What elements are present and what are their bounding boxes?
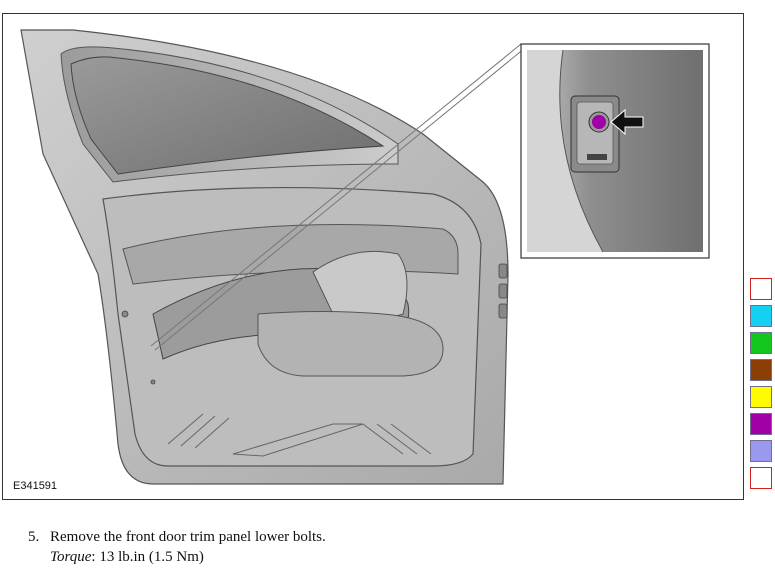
instruction-step: 5. Remove the front door trim panel lower… xyxy=(28,527,326,547)
window-glass xyxy=(70,56,385,175)
swatch-green[interactable] xyxy=(750,332,772,354)
map-pocket xyxy=(257,311,444,377)
torque-label: Torque xyxy=(50,549,92,565)
highlighted-bolt xyxy=(592,115,606,129)
door-illustration-figure: E341591 xyxy=(2,13,744,500)
swatch-yellow[interactable] xyxy=(750,386,772,408)
lower-panel-ribs xyxy=(167,413,432,457)
black-arrow-left-icon xyxy=(610,108,644,136)
swatch-brown[interactable] xyxy=(750,359,772,381)
step-text: Remove the front door trim panel lower b… xyxy=(50,529,326,545)
callout-leader-lines xyxy=(150,43,526,351)
swatch-empty-top[interactable] xyxy=(750,278,772,300)
torque-spec: Torque: 13 lb.in (1.5 Nm) xyxy=(50,547,204,567)
hinge-details xyxy=(121,263,508,385)
zoom-inset xyxy=(520,43,710,259)
swatch-purple[interactable] xyxy=(750,413,772,435)
torque-value: : 13 lb.in (1.5 Nm) xyxy=(91,549,204,565)
color-swatch-column xyxy=(750,278,774,494)
swatch-cyan[interactable] xyxy=(750,305,772,327)
door-drawing xyxy=(20,29,710,485)
swatch-empty-bottom[interactable] xyxy=(750,467,772,489)
step-number: 5. xyxy=(28,529,40,545)
swatch-lavender[interactable] xyxy=(750,440,772,462)
figure-id-label: E341591 xyxy=(13,480,58,492)
